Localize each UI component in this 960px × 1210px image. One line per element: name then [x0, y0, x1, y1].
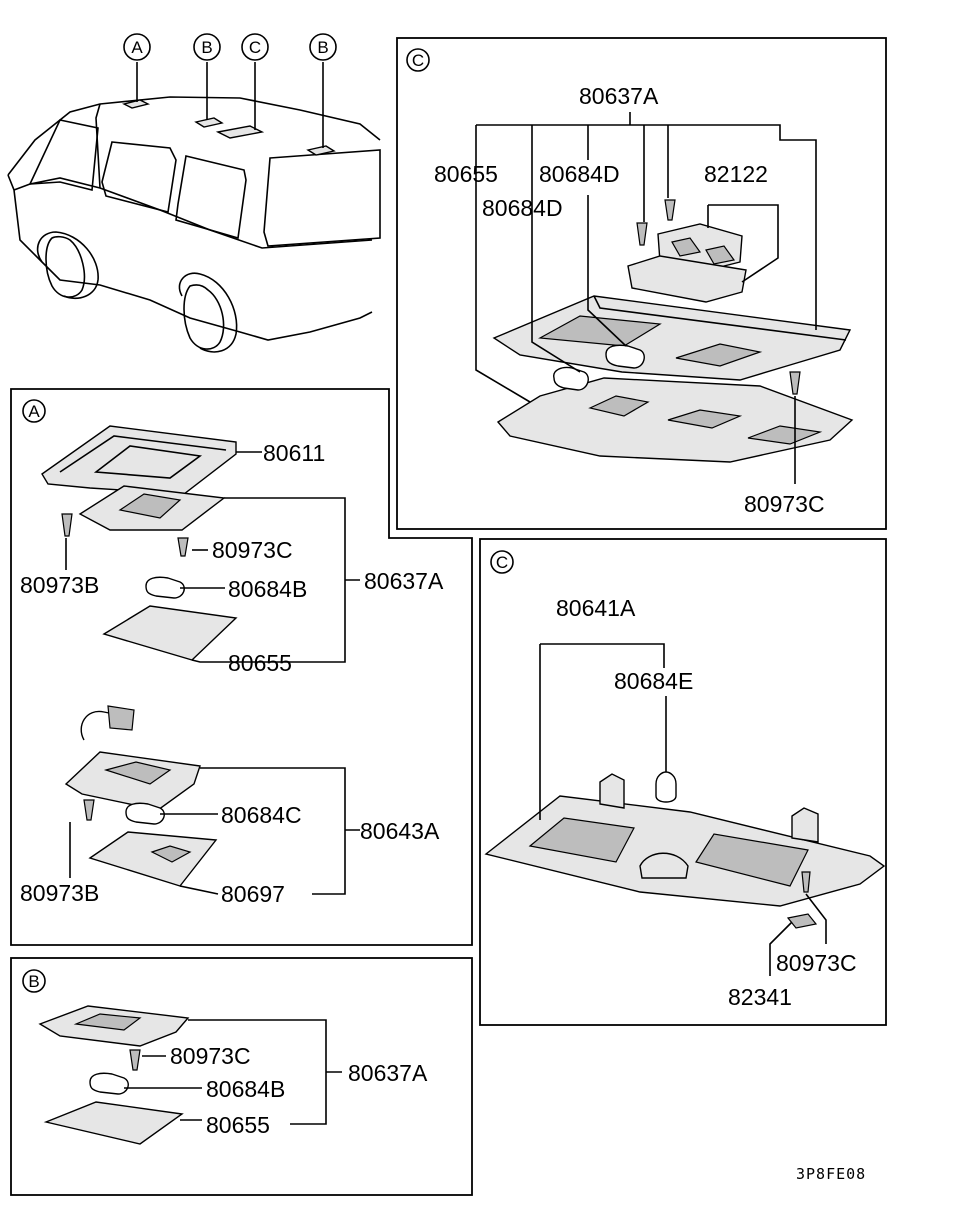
marker-c-circle: C — [241, 33, 269, 61]
label-80637a-c: 80637A — [579, 83, 659, 109]
dome-lamp-housing-b — [38, 1005, 190, 1047]
bulb-right — [605, 344, 645, 369]
panel-b-frame — [10, 957, 473, 1196]
panel-c-bottom-frame — [479, 538, 887, 1026]
screw-80973c-a — [177, 537, 189, 557]
bulb-80684c — [125, 802, 165, 825]
overhead-console-lens — [496, 377, 854, 463]
label-80684b-b: 80684B — [206, 1076, 285, 1102]
label-80684c: 80684C — [221, 802, 302, 828]
label-80684e: 80684E — [614, 668, 693, 694]
marker-a-circle: A — [123, 33, 151, 61]
label-80655-b: 80655 — [206, 1112, 270, 1138]
switch-assembly — [627, 223, 747, 303]
label-80697: 80697 — [221, 881, 285, 907]
screws-top — [636, 199, 801, 395]
screw-80973c-b — [129, 1049, 141, 1071]
label-80973c-b: 80973C — [170, 1043, 251, 1069]
marker-b2-label: B — [317, 38, 328, 57]
label-80641a: 80641A — [556, 595, 636, 621]
label-80655-a: 80655 — [228, 650, 292, 676]
lens-80655-b — [43, 1101, 184, 1145]
panel-c-top-marker: C — [412, 51, 424, 70]
label-80973c-cb: 80973C — [776, 950, 857, 976]
label-80973c-c: 80973C — [744, 491, 825, 517]
panel-b: B 80973C 80637A 80684B 80655 — [10, 957, 473, 1196]
marker-b-circle: B — [193, 33, 221, 61]
bulb-left — [553, 366, 589, 391]
label-82122: 82122 — [704, 161, 768, 187]
panel-a-marker: A — [28, 402, 40, 421]
panel-c-bottom: C 80641A 80684E 80973C 82341 — [479, 538, 887, 1026]
label-80611: 80611 — [263, 440, 325, 466]
marker-b2-circle: B — [309, 33, 337, 61]
bulb-80684e — [655, 771, 677, 803]
panel-b-marker: B — [28, 972, 39, 991]
overhead-console-housing — [492, 295, 852, 381]
lens-80697 — [88, 831, 218, 887]
marker-c-label: C — [249, 38, 261, 57]
screw-80973b-bottom — [83, 799, 95, 821]
overhead-console-80641a — [484, 773, 886, 907]
panel-c-top-frame — [396, 37, 887, 530]
label-80973b-bottom: 80973B — [20, 880, 99, 906]
label-80655-c: 80655 — [434, 161, 498, 187]
label-80684d-left: 80684D — [482, 195, 563, 221]
marker-a-label: A — [131, 38, 143, 57]
bulb-80684b-b — [89, 1072, 129, 1095]
label-80684d-right: 80684D — [539, 161, 620, 187]
dome-lamp-housing-bottom — [64, 705, 201, 811]
clip-82341 — [786, 913, 818, 929]
label-80637a-a: 80637A — [364, 568, 444, 594]
label-80684b-a: 80684B — [228, 576, 307, 602]
screw-80973b-top — [61, 513, 73, 537]
dome-lamp-housing-top — [78, 485, 226, 531]
label-80637a-b: 80637A — [348, 1060, 428, 1086]
marker-b-label: B — [201, 38, 212, 57]
diagram-code: 3P8FE08 — [796, 1165, 866, 1183]
vehicle-overview: A B C B — [7, 33, 381, 353]
panel-c-top: C — [396, 37, 887, 530]
label-80643a: 80643A — [360, 818, 440, 844]
label-80973c-a: 80973C — [212, 537, 293, 563]
mounting-bracket — [41, 425, 237, 495]
label-80973b-top: 80973B — [20, 572, 99, 598]
lens-80655-a — [102, 605, 238, 661]
bulb-80684b-a — [145, 576, 185, 599]
panel-a-frame — [10, 388, 473, 946]
screw-80973c-bottom — [801, 871, 811, 893]
label-82341: 82341 — [728, 984, 792, 1010]
van-illustration — [7, 62, 381, 353]
panel-a: A — [10, 388, 473, 946]
panel-c-bottom-marker: C — [496, 553, 508, 572]
